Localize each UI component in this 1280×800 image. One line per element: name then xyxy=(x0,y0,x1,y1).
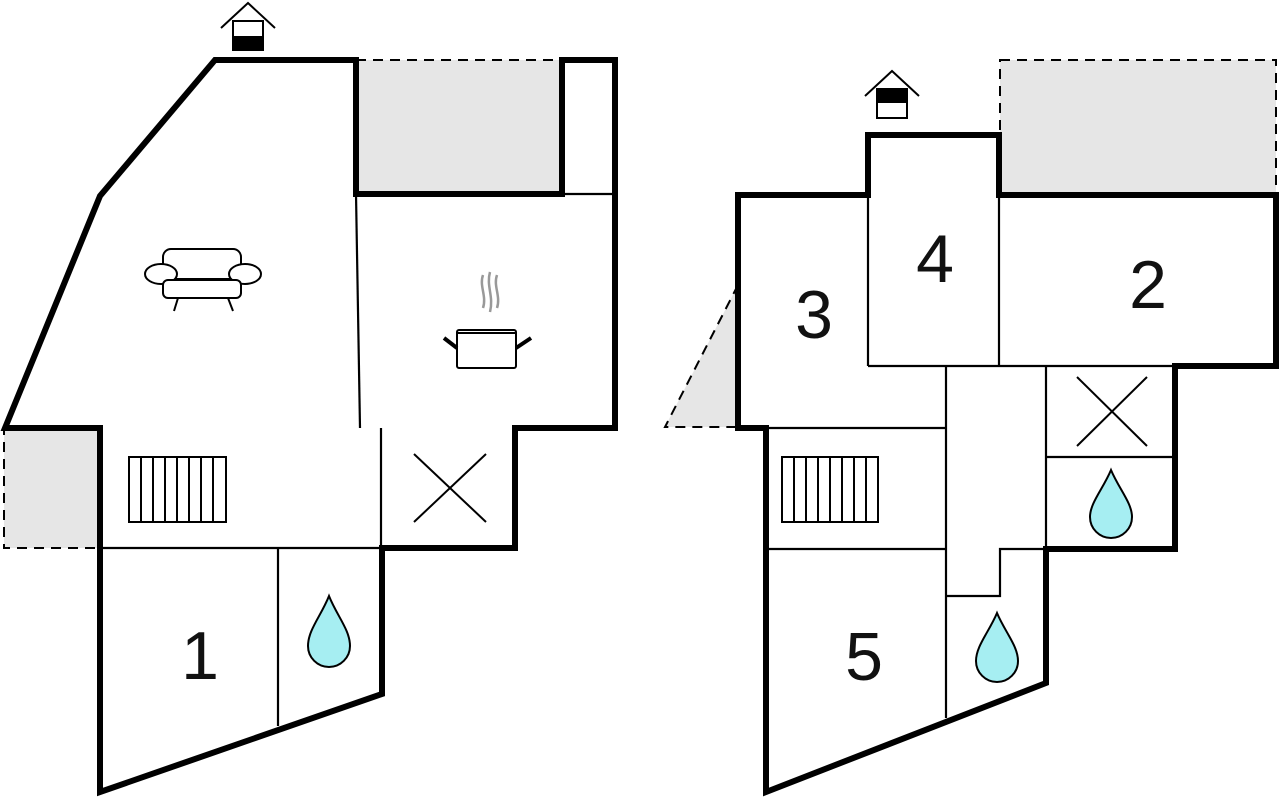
terrace-left-side xyxy=(3,427,101,549)
outer-wall-left xyxy=(0,57,618,797)
terrace-right-top xyxy=(999,59,1277,194)
x-mark-icon xyxy=(413,453,487,523)
entrance-icon xyxy=(864,69,920,119)
entrance-icon xyxy=(220,1,276,51)
interior-walls-right xyxy=(766,195,1175,718)
outer-wall-right xyxy=(735,132,1279,797)
terrace-right-side xyxy=(663,284,739,428)
room-label-5: 5 xyxy=(845,619,883,695)
water-drop-icon xyxy=(306,593,352,668)
terrace-left-top xyxy=(355,59,563,195)
water-drop-icon xyxy=(974,610,1020,683)
floor-plan-right: 3 4 2 5 xyxy=(663,59,1279,797)
water-drop-icon xyxy=(1088,467,1134,539)
room-label-4: 4 xyxy=(916,221,954,297)
stairs-icon xyxy=(128,456,227,523)
interior-walls-left xyxy=(100,192,615,726)
sofa-icon xyxy=(144,248,262,312)
room-label-1: 1 xyxy=(181,618,219,694)
stairs-icon xyxy=(781,456,879,523)
cooking-pot-icon xyxy=(442,271,533,369)
room-label-3: 3 xyxy=(795,277,833,353)
floor-plan-left: 1 xyxy=(0,1,618,797)
x-mark-icon xyxy=(1076,376,1148,447)
room-label-2: 2 xyxy=(1129,247,1167,323)
